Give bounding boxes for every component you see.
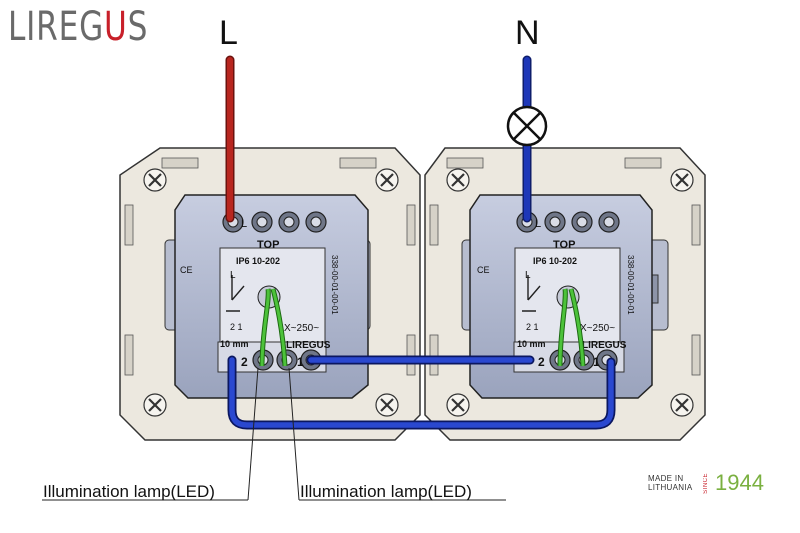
strip-length-label: 10 mm [220,339,249,349]
screw-terminal-icon [598,211,620,233]
since-year: 1944 [715,470,764,495]
screw-terminal-icon [305,211,327,233]
maker-label: LIREGUS [286,340,331,351]
terminal-2-label: 2 [241,355,248,369]
side-code-label: 338-00-01-00-01 [626,255,635,315]
maker-label: LIREGUS [582,340,627,351]
neutral-terminal-label: N [515,14,540,52]
mounting-screw-icon [669,392,695,418]
model-label: IP6 10-202 [533,256,577,266]
screw-terminal-icon [544,211,566,233]
terminal-1-label: 1 [297,355,304,369]
mounting-screw-icon [669,167,695,193]
switch-body-left: L TOP IP6 10-202 L 2 1 X~250~ 10 mm LIRE… [164,194,371,399]
contacts-label: 2 1 [526,322,539,332]
lamp-icon [506,105,548,147]
model-label: IP6 10-202 [236,256,280,266]
since-label: SINCE [703,473,709,494]
mounting-screw-icon [445,167,471,193]
terminal-mark-l: L [535,218,541,230]
screw-terminal-icon [278,211,300,233]
switch-body-right: L TOP IP6 10-202 L 2 1 X~250~ 10 mm LIRE… [461,194,669,399]
side-code-label: 338-00-01-00-01 [330,255,339,315]
mounting-screw-icon [142,392,168,418]
switch-symbol-icon [522,275,541,312]
rating-label: X~250~ [580,323,615,334]
terminal-2-label: 2 [538,355,545,369]
callout-left: Illumination lamp(LED) [43,482,215,501]
callout-leader-right [288,367,300,501]
mounting-screw-icon [374,167,400,193]
ce-mark: CE [180,265,193,275]
link-wire-terminal2 [227,355,616,430]
switch-mark-l: L [230,270,236,281]
mounting-screw-icon [142,167,168,193]
callout-leader-left [247,367,259,501]
line-terminal-label: L [219,14,238,52]
strip-length-label: 10 mm [517,339,546,349]
led-wires-left [259,288,288,367]
screw-terminal-icon [251,211,273,233]
ce-mark: CE [477,265,490,275]
terminal-1-label: 1 [593,355,600,369]
switch-mark-l: L [525,270,531,281]
rating-label: X~250~ [284,323,319,334]
brand-logo: LIREGUS [8,4,149,50]
top-label: TOP [257,239,279,251]
mounting-screw-icon [445,392,471,418]
callout-right: Illumination lamp(LED) [300,482,472,501]
switch-symbol-icon [226,275,245,312]
mounting-screw-icon [374,392,400,418]
screw-terminal-icon [571,211,593,233]
terminal-mark-l: L [241,218,247,230]
led-wires-right [557,288,586,367]
top-label: TOP [553,239,575,251]
contacts-label: 2 1 [230,322,243,332]
